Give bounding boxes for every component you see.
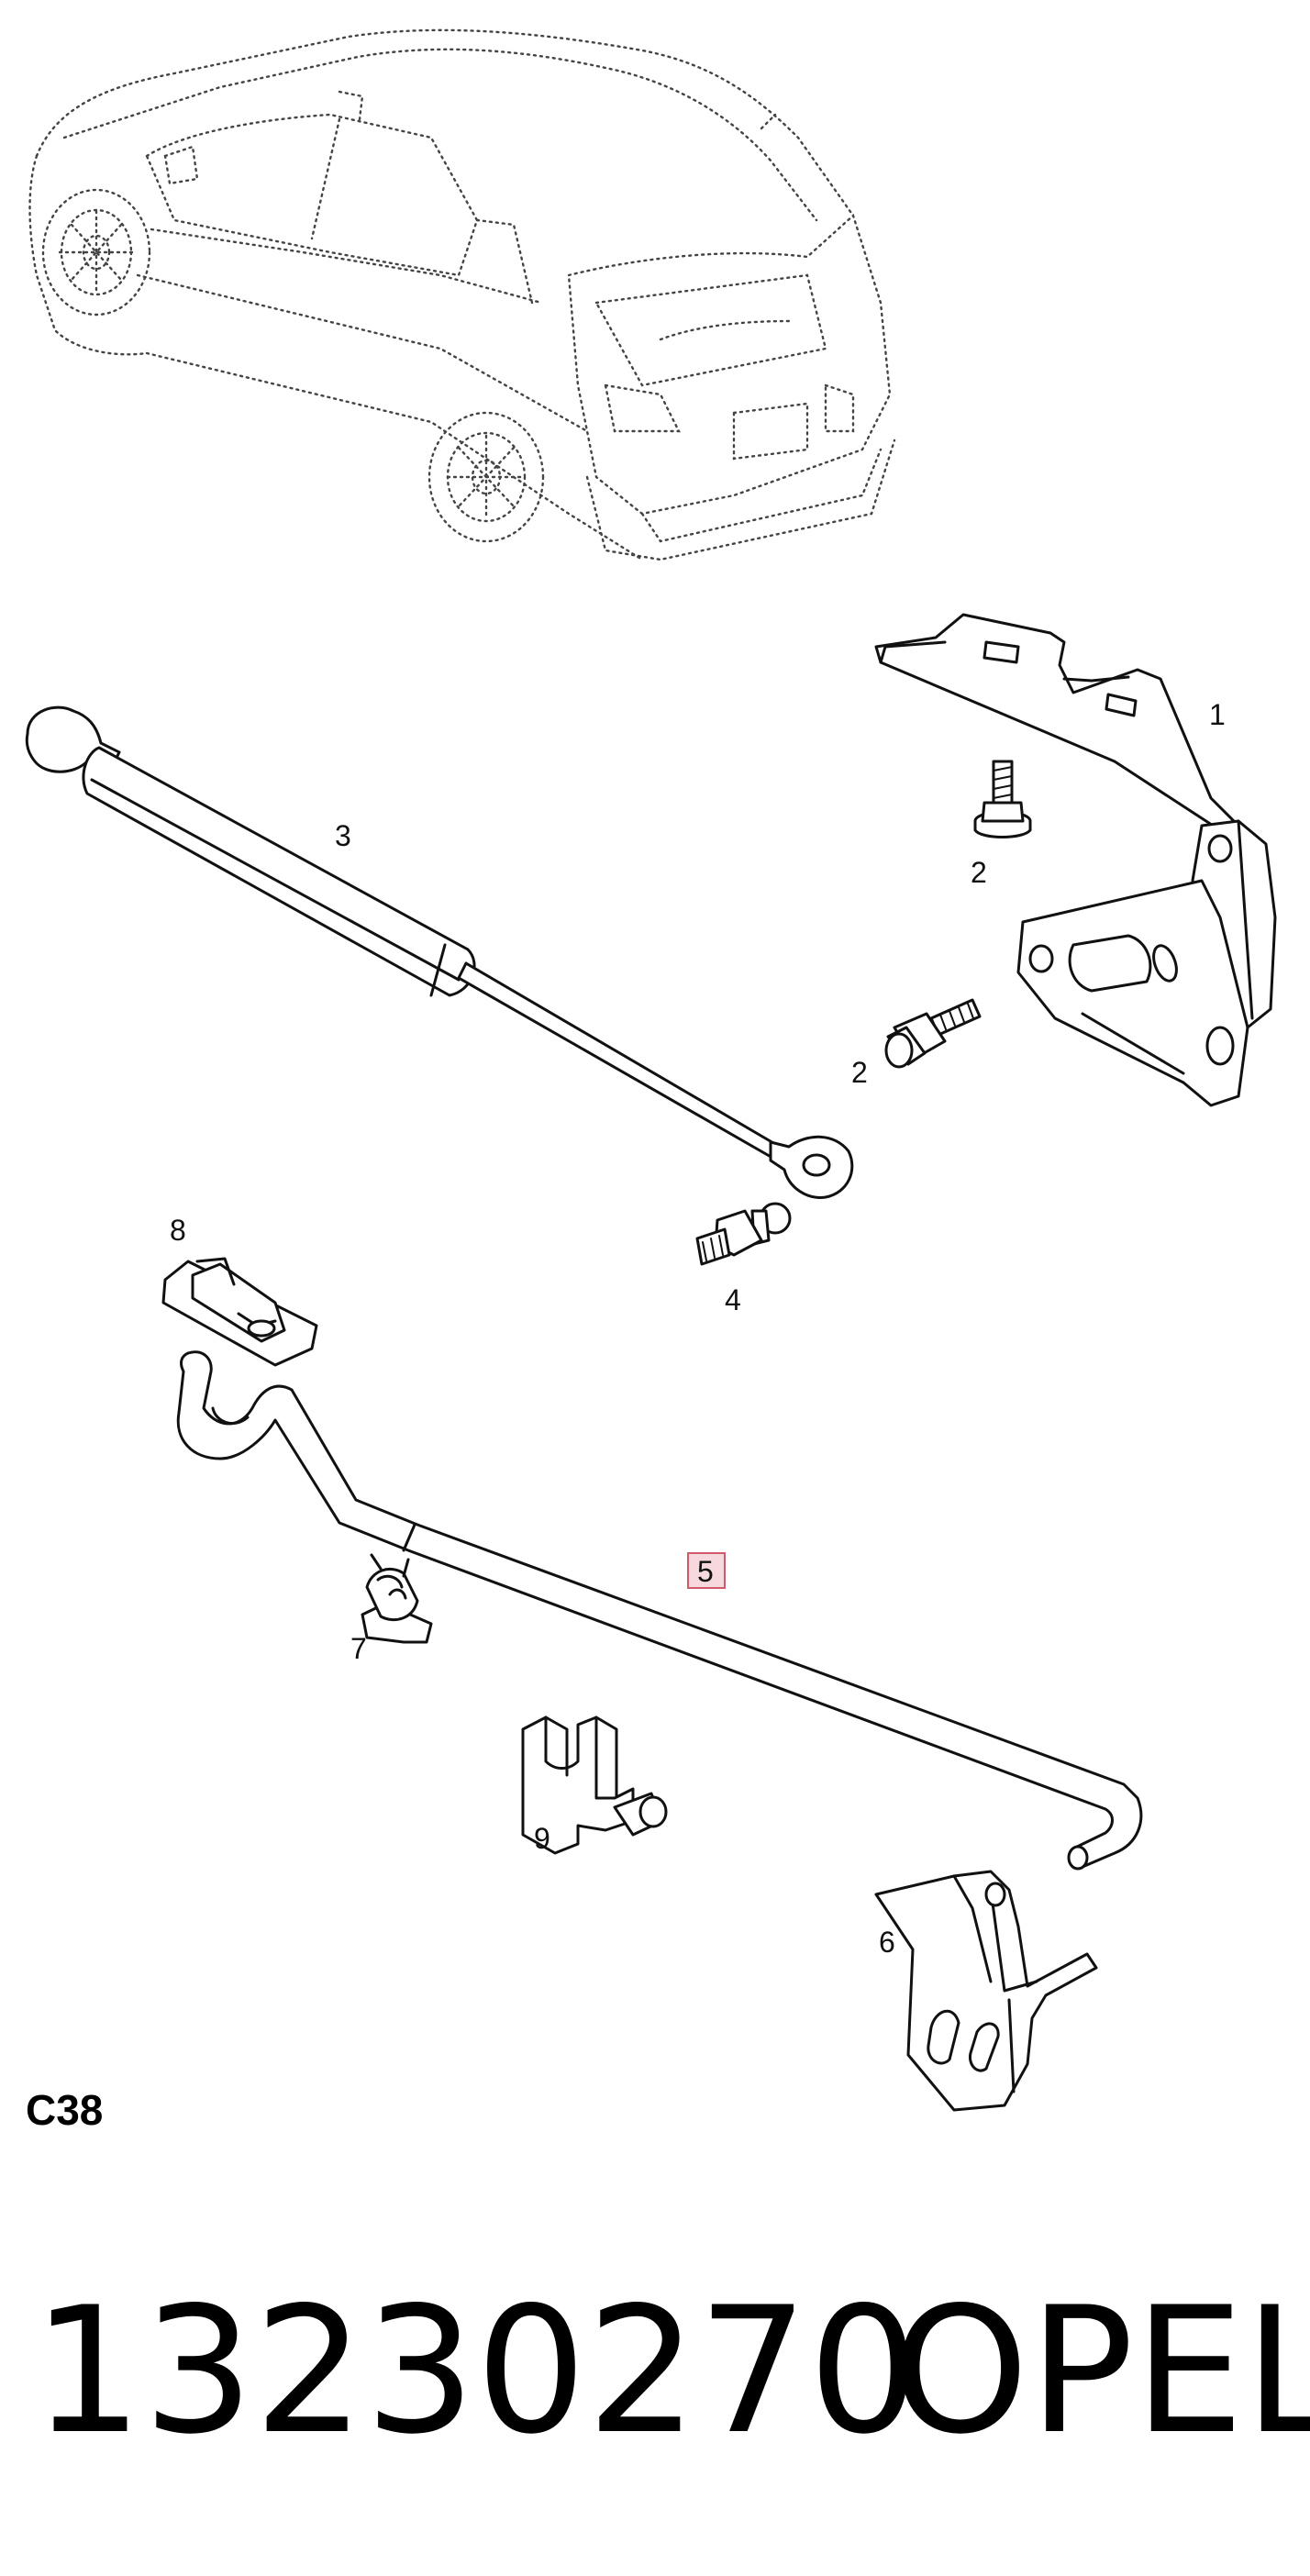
bolt-upper bbox=[973, 760, 1032, 838]
part-number: 13230270 bbox=[32, 2270, 919, 2472]
ball-stud bbox=[695, 1202, 792, 1266]
callout-3: 3 bbox=[335, 819, 351, 852]
highlight-box bbox=[687, 1552, 726, 1589]
rod-clip bbox=[361, 1553, 433, 1644]
callout-9: 9 bbox=[534, 1822, 550, 1855]
gas-strut bbox=[25, 705, 854, 1199]
section-code: C38 bbox=[26, 2086, 103, 2134]
brand-name: OPEL bbox=[892, 2270, 1310, 2472]
callout-6: 6 bbox=[879, 1926, 895, 1959]
callout-4: 4 bbox=[725, 1283, 741, 1316]
support-rod bbox=[176, 1350, 1143, 1871]
rod-bracket bbox=[874, 1870, 1098, 2112]
callout-2-lower: 2 bbox=[851, 1056, 868, 1089]
bolt-lower bbox=[884, 998, 982, 1069]
clip-pad bbox=[161, 1257, 318, 1367]
callout-7: 7 bbox=[350, 1632, 367, 1665]
hinge-part bbox=[874, 613, 1277, 1107]
callout-8: 8 bbox=[170, 1214, 186, 1247]
callout-5: 5 bbox=[697, 1555, 714, 1588]
car-outline-illustration bbox=[28, 28, 896, 561]
callout-1: 1 bbox=[1209, 698, 1226, 731]
callout-2-upper: 2 bbox=[971, 856, 987, 889]
rod-holder bbox=[521, 1715, 668, 1855]
